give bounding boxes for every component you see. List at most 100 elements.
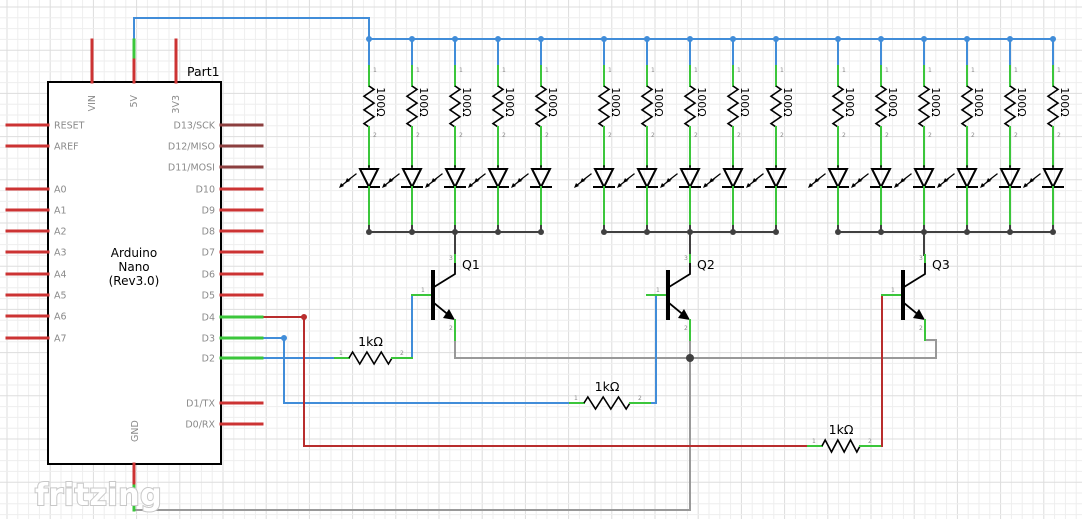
board-name-line-1: Arduino bbox=[111, 246, 157, 260]
junction-gnd bbox=[686, 354, 694, 362]
pin-label-d12-miso: D12/MISO bbox=[168, 142, 215, 153]
pin-label-d13-sck: D13/SCK bbox=[174, 121, 216, 132]
pin-label-d8: D8 bbox=[202, 227, 215, 238]
junction-d4 bbox=[301, 314, 307, 320]
pin-number: 2 bbox=[1057, 132, 1061, 139]
transistor-pin-number: 2 bbox=[919, 325, 923, 332]
led-emission-arrowhead bbox=[660, 183, 665, 188]
pin-number: 1 bbox=[339, 350, 343, 357]
pin-number: 1 bbox=[1014, 67, 1018, 74]
pin-label-d9: D9 bbox=[202, 206, 215, 217]
led-emission-arrowhead bbox=[511, 183, 516, 188]
led-emission-arrowhead bbox=[468, 183, 473, 188]
pin-number: 1 bbox=[574, 395, 578, 402]
pin-number: 2 bbox=[502, 132, 506, 139]
pin-number: 2 bbox=[971, 132, 975, 139]
resistor-zigzag bbox=[874, 85, 888, 128]
transistor-pin-number: 1 bbox=[421, 287, 425, 294]
transistor-pin-number: 1 bbox=[656, 287, 660, 294]
pin-number: 2 bbox=[459, 132, 463, 139]
pin-number: 2 bbox=[737, 132, 741, 139]
pin-number: 1 bbox=[502, 67, 506, 74]
transistor-label: Q1 bbox=[462, 257, 480, 272]
pin-label-d1-tx: D1/TX bbox=[186, 399, 215, 410]
cathode-junction bbox=[1050, 229, 1056, 235]
pin-label-d0-rx: D0/RX bbox=[185, 420, 215, 431]
resistor-zigzag bbox=[831, 85, 845, 128]
resistor-label: 100Ω bbox=[609, 87, 622, 116]
led-triangle bbox=[999, 168, 1021, 190]
pin-number: 2 bbox=[651, 132, 655, 139]
pin-number: 1 bbox=[459, 67, 463, 74]
led-array: 100Ω12100Ω12100Ω12100Ω12100Ω12100Ω12100Ω… bbox=[339, 36, 1071, 235]
pin-label-aref: AREF bbox=[54, 142, 79, 153]
resistor-label: 100Ω bbox=[460, 87, 473, 116]
pin-number: 1 bbox=[842, 67, 846, 74]
pin-label-a0: A0 bbox=[54, 185, 67, 196]
led-emission-arrowhead bbox=[808, 183, 813, 188]
led-triangle bbox=[530, 168, 552, 190]
cathode-junction bbox=[835, 229, 841, 235]
led-emission-arrowhead bbox=[937, 183, 942, 188]
pin-label-a7: A7 bbox=[54, 334, 67, 345]
cathode-junction bbox=[730, 229, 736, 235]
pin-label-d5: D5 bbox=[202, 291, 215, 302]
cathode-junction bbox=[495, 229, 501, 235]
led-triangle bbox=[444, 168, 466, 190]
resistor-zigzag bbox=[362, 85, 376, 128]
pin-label-d6: D6 bbox=[202, 270, 215, 281]
pin-number: 1 bbox=[545, 67, 549, 74]
led-triangle bbox=[827, 168, 849, 190]
transistor-pin-number: 3 bbox=[684, 255, 688, 262]
cathode-junction bbox=[773, 229, 779, 235]
led-triangle bbox=[358, 168, 380, 190]
resistor-label: 100Ω bbox=[374, 87, 387, 116]
wire-emitter-gnd-rail bbox=[454, 339, 937, 359]
transistor-emitter-arrow bbox=[443, 309, 455, 320]
cathode-junction bbox=[644, 229, 650, 235]
wire-d3 bbox=[242, 337, 570, 404]
pin-label-d2: D2 bbox=[202, 354, 215, 365]
resistor-label: 100Ω bbox=[546, 87, 559, 116]
pin-number: 2 bbox=[1014, 132, 1018, 139]
pin-label-d11-mosi: D11/MOSI bbox=[168, 163, 215, 174]
led-triangle bbox=[913, 168, 935, 190]
led-column: 100Ω 1 2 bbox=[425, 36, 473, 235]
cathode-junction bbox=[687, 229, 693, 235]
transistor-pin-number: 2 bbox=[449, 325, 453, 332]
pin-label-a2: A2 bbox=[54, 227, 67, 238]
resistor-label: 100Ω bbox=[972, 87, 985, 116]
pin-label-5v: 5V bbox=[129, 95, 140, 108]
led-emission-arrowhead bbox=[1023, 183, 1028, 188]
base-resistor-label: 1kΩ bbox=[829, 422, 854, 437]
pin-number: 1 bbox=[971, 67, 975, 74]
pin-number: 1 bbox=[694, 67, 698, 74]
resistor-zigzag bbox=[405, 85, 419, 128]
resistor-label: 100Ω bbox=[417, 87, 430, 116]
pin-number: 2 bbox=[608, 132, 612, 139]
led-triangle bbox=[401, 168, 423, 190]
resistor-zigzag bbox=[1003, 85, 1017, 128]
led-triangle bbox=[956, 168, 978, 190]
pin-label-d10: D10 bbox=[196, 185, 215, 196]
led-emission-arrowhead bbox=[382, 183, 387, 188]
pin-label-d7: D7 bbox=[202, 248, 215, 259]
resistor-zigzag bbox=[726, 85, 740, 128]
resistor-zigzag bbox=[769, 85, 783, 128]
pin-number: 2 bbox=[694, 132, 698, 139]
transistor-pin-number: 2 bbox=[684, 325, 688, 332]
resistor-zigzag bbox=[821, 438, 861, 454]
pin-number: 1 bbox=[416, 67, 420, 74]
